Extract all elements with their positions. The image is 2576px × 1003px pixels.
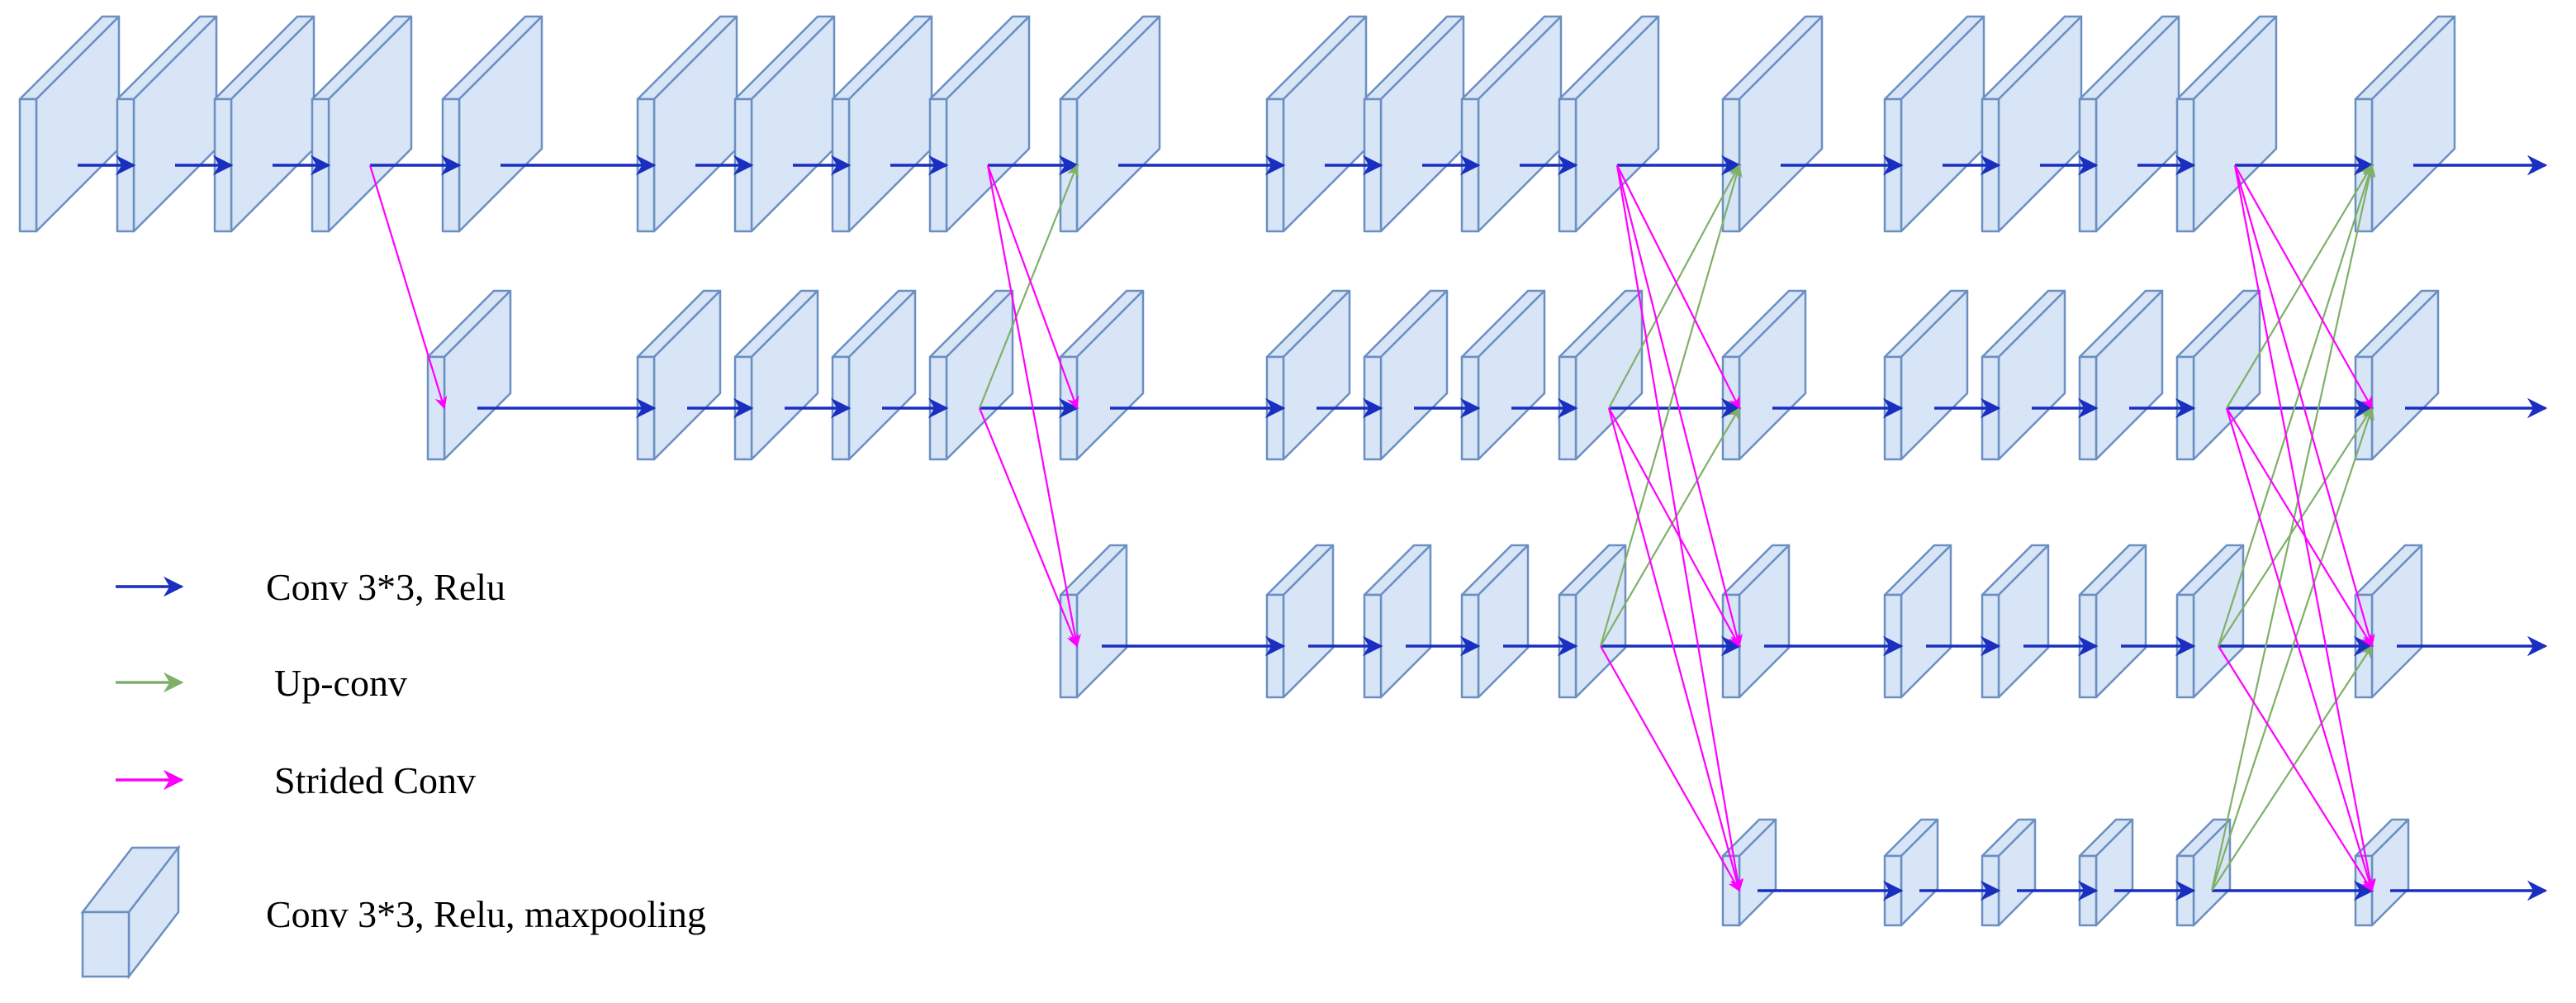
conv-block-r2-4 [831, 289, 917, 461]
conv-block-r1-7 [733, 15, 836, 233]
strided-arrow-s2-r1-r2 [986, 164, 1079, 410]
strided-arrow-s3-r1-r4 [1615, 164, 1744, 892]
strided-arrow-s4-r1-r4 [2233, 164, 2376, 892]
conv-block-r1-18 [2078, 15, 2180, 233]
conv-block-r2-6 [1059, 289, 1145, 461]
conv-block-r1-5 [441, 15, 543, 233]
conv-block-r4-3 [1981, 818, 2037, 927]
conv-block-r4-6 [2354, 818, 2410, 927]
conv-block-r2-12 [1883, 289, 1969, 461]
strided-arrow-s3-r2-r3 [1608, 407, 1740, 648]
conv-block-r2-10 [1558, 289, 1644, 461]
conv-block-r2-9 [1460, 289, 1546, 461]
conv-block-r1-11 [1265, 15, 1368, 233]
conv-block-r1-14 [1558, 15, 1660, 233]
upconv-arrow-s4-r4-r1 [2210, 164, 2376, 891]
strided-arrow-s4-r1-r3 [2233, 164, 2375, 648]
conv-block-r1-10 [1059, 15, 1161, 233]
strided-arrow-s3-r1-r2 [1616, 164, 1740, 410]
strided-arrow-s2-r2-r3 [978, 407, 1079, 648]
conv-block-r2-1 [426, 289, 512, 461]
conv-block-r1-15 [1721, 15, 1824, 233]
conv-block-r4-5 [2175, 818, 2232, 927]
legend: Conv 3*3, Relu Up-conv Strided Conv Conv… [80, 566, 706, 980]
legend-conv-label: Conv 3*3, Relu [266, 566, 505, 608]
strided-arrow-s4-r1-r2 [2234, 164, 2373, 410]
legend-block-icon [80, 844, 181, 980]
strided-arrow-s3-r1-r3 [1615, 164, 1743, 648]
conv-block-r3-10 [2175, 544, 2245, 699]
conv-block-r2-5 [928, 289, 1014, 461]
conv-block-r3-1 [1059, 544, 1128, 699]
conv-block-r3-9 [2078, 544, 2147, 699]
conv-block-r2-7 [1265, 289, 1351, 461]
conv-block-r2-14 [2078, 289, 2164, 461]
strided-arrow-s3-r3-r4 [1600, 645, 1740, 892]
conv-block-r1-20 [2354, 15, 2456, 233]
conv-block-r1-19 [2175, 15, 2278, 233]
conv-block-r3-3 [1363, 544, 1432, 699]
strided-arrow-s2-r1-r3 [986, 164, 1082, 648]
conv-block-r1-3 [213, 15, 315, 233]
conv-block-r3-4 [1460, 544, 1530, 699]
legend-block-label: Conv 3*3, Relu, maxpooling [266, 893, 706, 935]
strided-arrow-s4-r2-r4 [2225, 407, 2375, 892]
conv-block-r3-6 [1721, 544, 1791, 699]
conv-block-r2-16 [2354, 289, 2440, 461]
conv-block-r2-2 [636, 289, 722, 461]
upconv-arrow-s3-r3-r1 [1599, 164, 1743, 647]
strided-arrow-s4-r3-r4 [2218, 645, 2373, 892]
upconv-arrow-s4-r2-r1 [2226, 164, 2373, 409]
conv-block-r1-12 [1363, 15, 1465, 233]
conv-block-r1-6 [636, 15, 738, 233]
conv-block-r2-3 [733, 289, 819, 461]
conv-block-r2-11 [1721, 289, 1807, 461]
strided-arrow-s4-r2-r3 [2226, 407, 2373, 648]
conv-block-r2-8 [1363, 289, 1449, 461]
conv-block-r3-2 [1265, 544, 1335, 699]
strided-arrow-s3-r2-r4 [1607, 407, 1743, 892]
conv-block-r2-13 [1981, 289, 2066, 461]
conv-block-r3-8 [1981, 544, 2050, 699]
conv-block-r1-8 [831, 15, 933, 233]
upconv-arrow-s4-r4-r2 [2210, 406, 2374, 891]
conv-block-r1-17 [1981, 15, 2083, 233]
conv-block-r1-4 [311, 15, 413, 233]
conv-block-r1-16 [1883, 15, 1985, 233]
conv-block-r3-7 [1883, 544, 1952, 699]
legend-upconv-label: Up-conv [274, 662, 407, 704]
upconv-arrow-s3-r2-r1 [1608, 164, 1740, 409]
conv-block-r4-4 [2078, 818, 2134, 927]
arrow-layer [78, 154, 2548, 901]
legend-strided-label: Strided Conv [274, 759, 476, 801]
upconv-arrow-s4-r3-r1 [2217, 164, 2375, 647]
conv-block-r1-1 [18, 15, 121, 233]
conv-block-r1-2 [116, 15, 218, 233]
strided-arrow-s1 [368, 164, 448, 410]
upconv-arrow-s4-r3-r2 [2218, 406, 2373, 647]
upconv-arrow-s4-r4-r3 [2211, 644, 2373, 891]
conv-block-r1-9 [928, 15, 1031, 233]
upconv-arrow-s3-r3-r2 [1600, 406, 1740, 647]
upconv-arrow-s2-r2-r1 [978, 164, 1079, 409]
conv-block-r4-2 [1883, 818, 1939, 927]
conv-block-r1-13 [1460, 15, 1563, 233]
